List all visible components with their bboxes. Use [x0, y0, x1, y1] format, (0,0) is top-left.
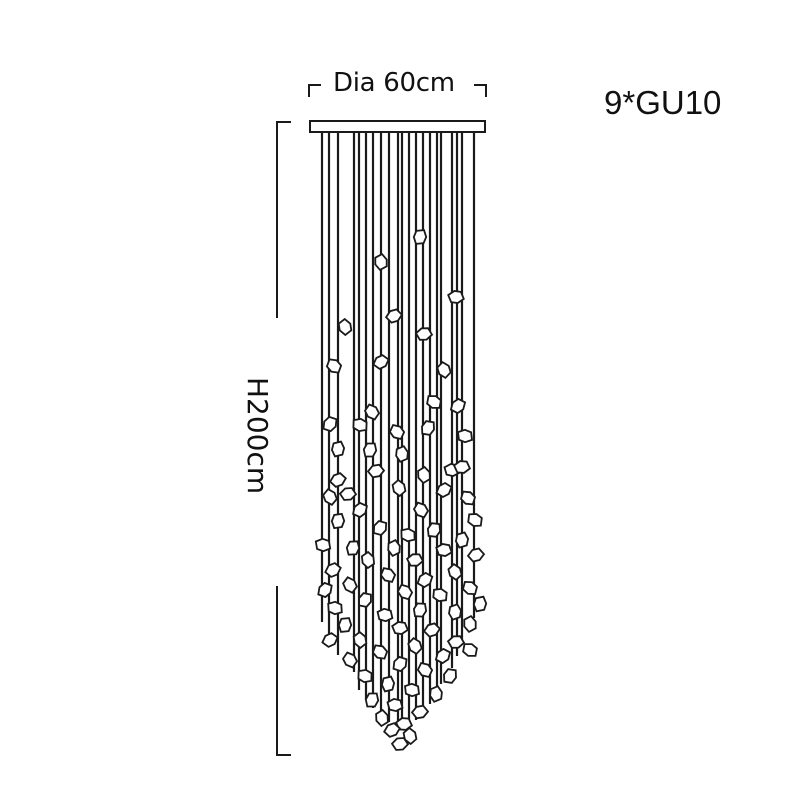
crystal — [372, 354, 390, 370]
crystal — [387, 538, 401, 558]
crystal — [447, 290, 465, 304]
height-bracket-bottom — [276, 586, 291, 756]
crystal — [380, 675, 396, 693]
crystal — [341, 651, 359, 669]
crystal — [426, 395, 442, 409]
width-bracket-right — [474, 84, 487, 97]
ceiling-canopy — [309, 120, 486, 133]
crystal — [452, 460, 472, 474]
crystal — [404, 682, 420, 698]
crystal — [327, 600, 343, 616]
crystal — [467, 513, 483, 527]
crystal — [429, 685, 443, 703]
crystal — [352, 630, 368, 650]
crystal — [337, 617, 353, 633]
crystal — [376, 607, 394, 623]
crystal — [383, 722, 401, 738]
crystal — [461, 580, 479, 596]
crystal — [449, 397, 467, 415]
crystal — [463, 614, 477, 634]
crystal — [410, 704, 430, 720]
crystal — [371, 644, 389, 660]
crystal — [388, 423, 406, 441]
crystal — [434, 647, 452, 665]
crystal — [395, 445, 409, 463]
crystal — [435, 481, 453, 499]
crystal — [375, 708, 389, 728]
crystal — [352, 501, 368, 519]
crystal — [329, 472, 347, 488]
height-label: H200cm — [241, 377, 274, 495]
crystal — [446, 635, 466, 649]
crystal — [432, 587, 448, 603]
crystal — [357, 668, 373, 684]
crystal — [422, 622, 442, 638]
crystal — [362, 442, 378, 458]
crystal — [454, 531, 470, 549]
crystal — [366, 463, 386, 479]
dimension-brackets — [276, 84, 487, 756]
crystal — [435, 543, 453, 557]
crystal — [414, 327, 434, 341]
crystal — [337, 317, 353, 337]
crystal — [317, 581, 333, 599]
lamp-spec-label: 9*GU10 — [604, 84, 722, 121]
crystal — [405, 553, 425, 567]
crystal — [391, 621, 409, 635]
crystal — [400, 527, 416, 543]
height-bracket-top — [276, 121, 291, 318]
crystal — [390, 737, 410, 751]
crystal — [396, 583, 414, 601]
crystal — [472, 595, 488, 613]
crystal — [321, 632, 339, 648]
crystal — [412, 501, 430, 519]
crystal — [412, 229, 428, 245]
crystal — [330, 440, 346, 458]
width-bracket-left — [308, 84, 321, 97]
crystal — [426, 522, 442, 538]
crystal — [448, 603, 462, 621]
crystal — [322, 488, 338, 506]
crystal — [462, 643, 478, 657]
crystal — [412, 602, 428, 618]
crystal — [379, 567, 397, 583]
crystal — [322, 415, 338, 433]
crystal — [360, 550, 376, 570]
crystal — [372, 519, 388, 537]
crystal — [363, 403, 381, 421]
crystal — [457, 428, 473, 444]
crystal — [342, 576, 358, 594]
crystal — [386, 697, 404, 713]
crystal — [417, 465, 431, 485]
diameter-label: Dia 60cm — [333, 68, 455, 98]
crystal — [443, 668, 457, 684]
crystal — [421, 420, 435, 436]
crystal — [345, 540, 361, 556]
crystal — [392, 655, 408, 673]
crystal — [384, 308, 404, 324]
crystal — [436, 360, 452, 380]
crystal — [416, 661, 434, 679]
crystal — [466, 547, 486, 563]
crystal — [330, 512, 346, 530]
crystal — [338, 487, 358, 501]
crystal — [407, 636, 423, 656]
crystal — [324, 562, 342, 578]
crystal — [374, 252, 388, 272]
crystal — [459, 490, 477, 506]
crystal — [391, 478, 407, 498]
crystal-pendants — [314, 229, 488, 751]
crystal — [416, 571, 434, 589]
crystal — [364, 692, 380, 708]
crystal — [352, 417, 368, 433]
crystal — [447, 562, 463, 582]
crystal — [314, 537, 332, 553]
crystal — [358, 592, 372, 608]
crystal — [402, 726, 418, 746]
crystal — [325, 358, 343, 374]
